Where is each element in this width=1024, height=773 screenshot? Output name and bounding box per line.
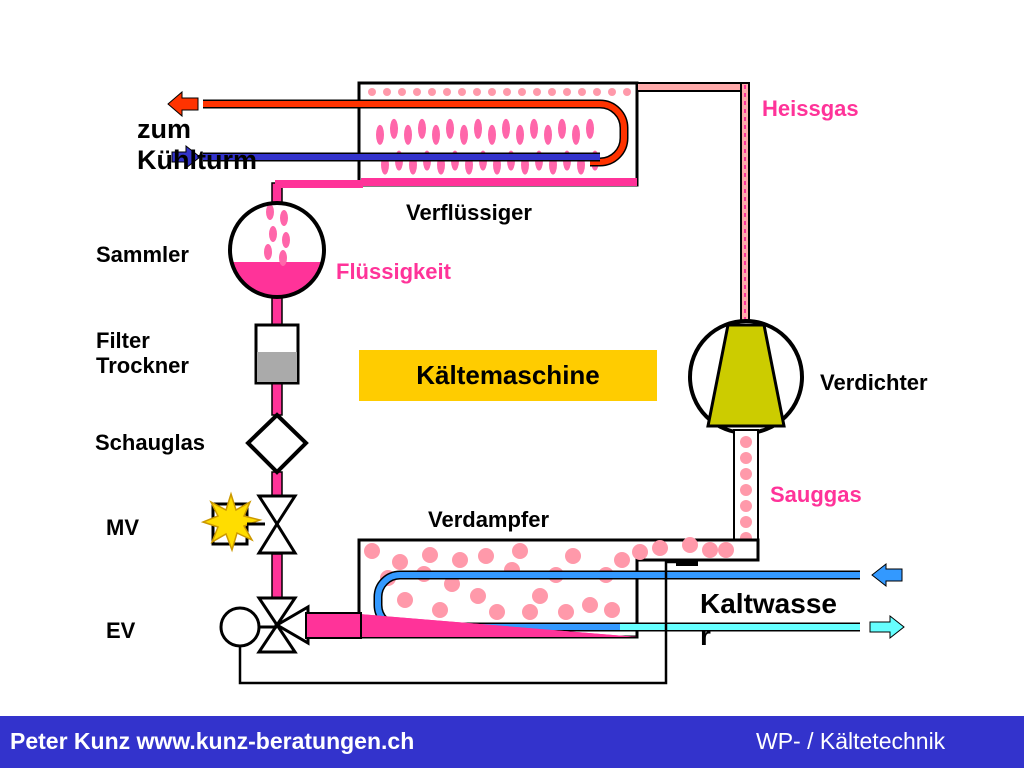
filter-dryer bbox=[254, 323, 300, 385]
label-zum-kuehlturm: zum Kühlturm bbox=[137, 114, 257, 176]
footer-bar: Peter Kunz www.kunz-beratungen.ch WP- / … bbox=[0, 716, 1024, 768]
label-verfluessiger: Verflüssiger bbox=[406, 200, 532, 225]
evaporator bbox=[308, 537, 905, 640]
cooling-water-arrow bbox=[171, 144, 201, 170]
label-schauglas: Schauglas bbox=[95, 430, 206, 455]
compressor bbox=[688, 319, 804, 435]
label-mv: MV bbox=[106, 515, 139, 540]
label-verdampfer: Verdampfer bbox=[428, 507, 550, 532]
label-sauggas: Sauggas bbox=[770, 482, 862, 507]
title-kaeltemaschine: Kältemaschine bbox=[359, 350, 657, 401]
solenoid-valve bbox=[200, 491, 298, 555]
sight-glass bbox=[245, 412, 309, 475]
label-verdichter: Verdichter bbox=[820, 370, 928, 395]
label-kaltwasser: Kaltwasse r bbox=[700, 588, 837, 652]
hot-water-arrow bbox=[167, 90, 199, 118]
hot-water-pipe bbox=[203, 101, 627, 165]
expansion-valve bbox=[219, 560, 680, 685]
label-ev: EV bbox=[106, 618, 136, 643]
label-fluessigkeit: Flüssigkeit bbox=[336, 259, 451, 284]
condenser bbox=[167, 81, 639, 187]
label-heissgas: Heissgas bbox=[762, 96, 859, 121]
receiver bbox=[228, 201, 326, 299]
footer-author: Peter Kunz www.kunz-beratungen.ch bbox=[10, 728, 415, 754]
chilled-water-out-arrow bbox=[869, 614, 905, 640]
label-sammler: Sammler bbox=[96, 242, 189, 267]
evaporator-bubbles bbox=[364, 537, 734, 620]
label-filter-trockner: Filter Trockner bbox=[96, 328, 189, 379]
footer-topic: WP- / Kältetechnik bbox=[756, 728, 946, 754]
chilled-water-in-arrow bbox=[871, 562, 903, 588]
hot-gas-pipe bbox=[636, 82, 750, 326]
